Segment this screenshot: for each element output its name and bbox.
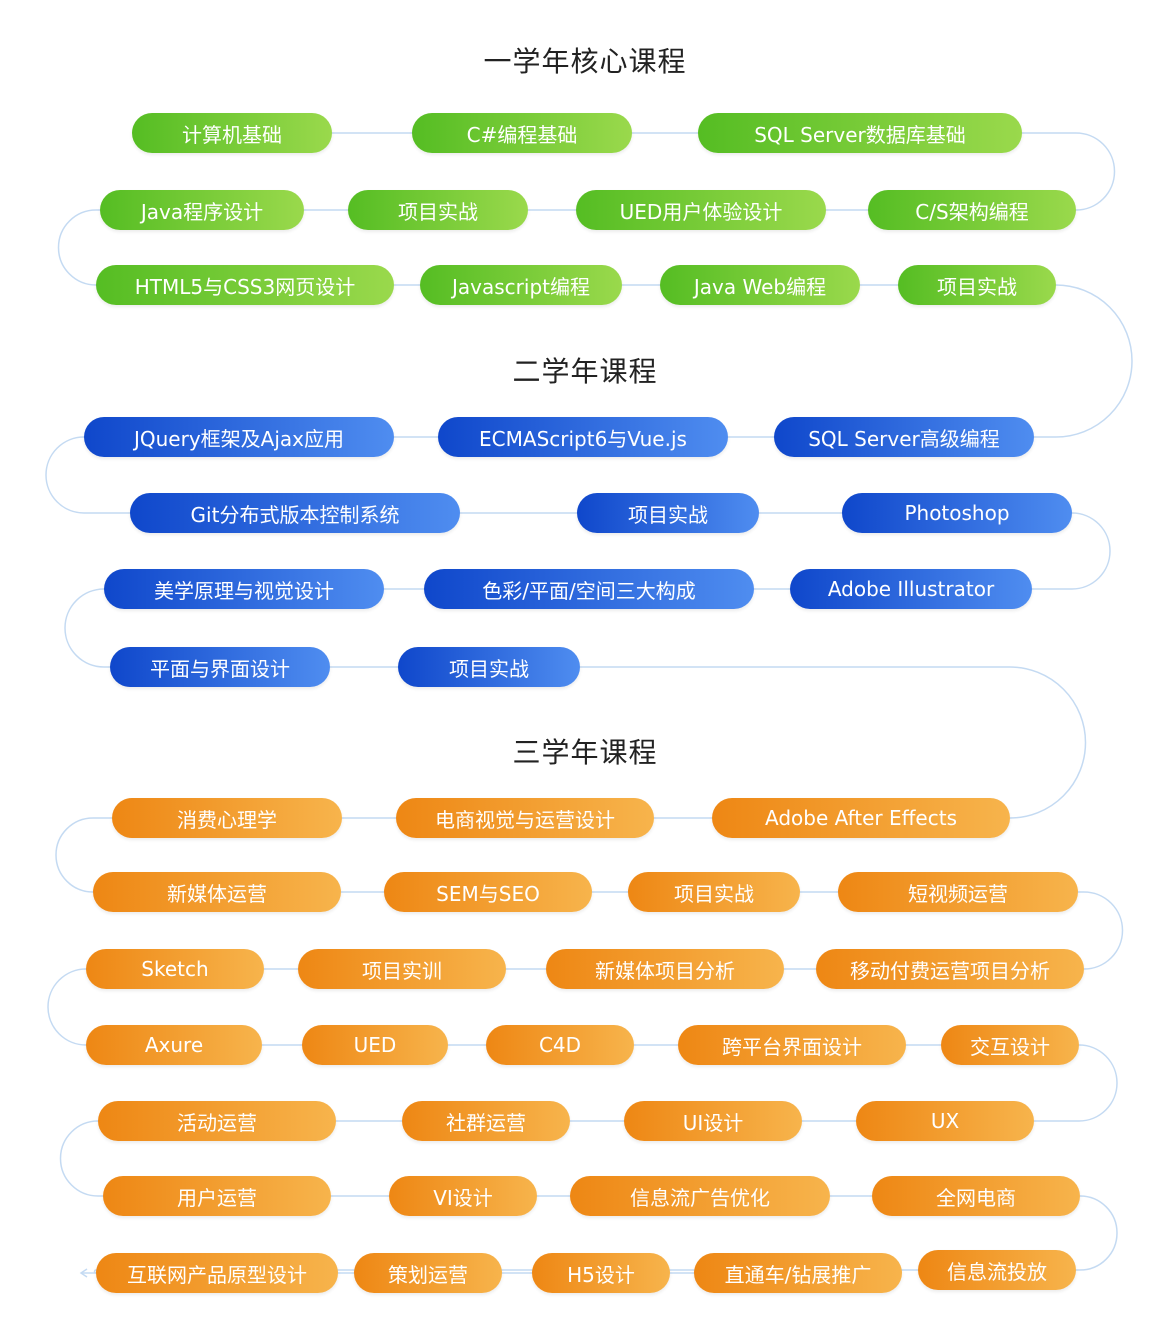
course-pill: 色彩/平面/空间三大构成 — [424, 569, 754, 609]
course-pill: Adobe Illustrator — [790, 569, 1032, 609]
course-pill: C/S架构编程 — [868, 190, 1076, 230]
course-pill: 新媒体运营 — [93, 872, 341, 912]
connector-turn — [1076, 1195, 1118, 1271]
course-pill: VI设计 — [389, 1176, 537, 1216]
course-pill: 美学原理与视觉设计 — [104, 569, 384, 609]
connector-turn — [1078, 891, 1124, 970]
course-pill: Axure — [86, 1025, 262, 1065]
course-pill: 直通车/钻展推广 — [694, 1253, 902, 1293]
course-pill: 信息流广告优化 — [570, 1176, 830, 1216]
course-pill: 社群运营 — [402, 1101, 570, 1141]
course-pill: 交互设计 — [941, 1025, 1079, 1065]
course-pill: C#编程基础 — [412, 113, 632, 153]
course-pill: UED用户体验设计 — [576, 190, 826, 230]
course-pill: 信息流投放 — [918, 1250, 1076, 1290]
connector-turn — [47, 968, 87, 1046]
course-pill: 策划运营 — [354, 1253, 502, 1293]
course-pill: 电商视觉与运营设计 — [396, 798, 654, 838]
course-pill: 移动付费运营项目分析 — [816, 949, 1084, 989]
course-pill: 项目实战 — [628, 872, 800, 912]
course-pill: Adobe After Effects — [712, 798, 1010, 838]
course-pill: 用户运营 — [103, 1176, 331, 1216]
course-pill: SEM与SEO — [384, 872, 592, 912]
course-pill: UI设计 — [624, 1101, 802, 1141]
course-pill: 项目实战 — [898, 265, 1056, 305]
course-pill: 跨平台界面设计 — [678, 1025, 906, 1065]
course-pill: 消费心理学 — [112, 798, 342, 838]
connector-turn — [64, 588, 110, 668]
course-pill: UED — [302, 1025, 448, 1065]
course-pill: Git分布式版本控制系统 — [130, 493, 460, 533]
course-pill: SQL Server高级编程 — [774, 417, 1034, 457]
course-pill: 项目实战 — [348, 190, 528, 230]
course-pill: UX — [856, 1101, 1034, 1141]
course-pill: 项目实训 — [298, 949, 506, 989]
course-pill: Sketch — [86, 949, 264, 989]
section-title-year-1: 一学年核心课程 — [483, 45, 687, 78]
course-pill: Photoshop — [842, 493, 1072, 533]
course-pill: SQL Server数据库基础 — [698, 113, 1022, 153]
connector-turn — [59, 1120, 103, 1197]
course-pill: 活动运营 — [98, 1101, 336, 1141]
course-pill: 计算机基础 — [132, 113, 332, 153]
course-pill: ECMAScript6与Vue.js — [438, 417, 728, 457]
connector-arrow — [79, 1268, 88, 1278]
course-pill: 短视频运营 — [838, 872, 1078, 912]
course-pill: 项目实战 — [577, 493, 759, 533]
course-pill: Javascript编程 — [420, 265, 622, 305]
section-title-year-2: 二学年课程 — [512, 355, 658, 388]
course-pill: JQuery框架及Ajax应用 — [84, 417, 394, 457]
course-pill: H5设计 — [532, 1253, 670, 1293]
course-pill: 新媒体项目分析 — [546, 949, 784, 989]
course-pill: Java Web编程 — [660, 265, 860, 305]
course-pill: 项目实战 — [398, 647, 580, 687]
course-pill: C4D — [486, 1025, 634, 1065]
course-pill: 互联网产品原型设计 — [96, 1253, 338, 1293]
course-pill: HTML5与CSS3网页设计 — [96, 265, 394, 305]
connector-turn — [57, 209, 100, 286]
course-pill: 平面与界面设计 — [110, 647, 330, 687]
section-title-year-3: 三学年课程 — [512, 736, 658, 769]
course-pill: 全网电商 — [872, 1176, 1080, 1216]
course-pill: Java程序设计 — [100, 190, 304, 230]
